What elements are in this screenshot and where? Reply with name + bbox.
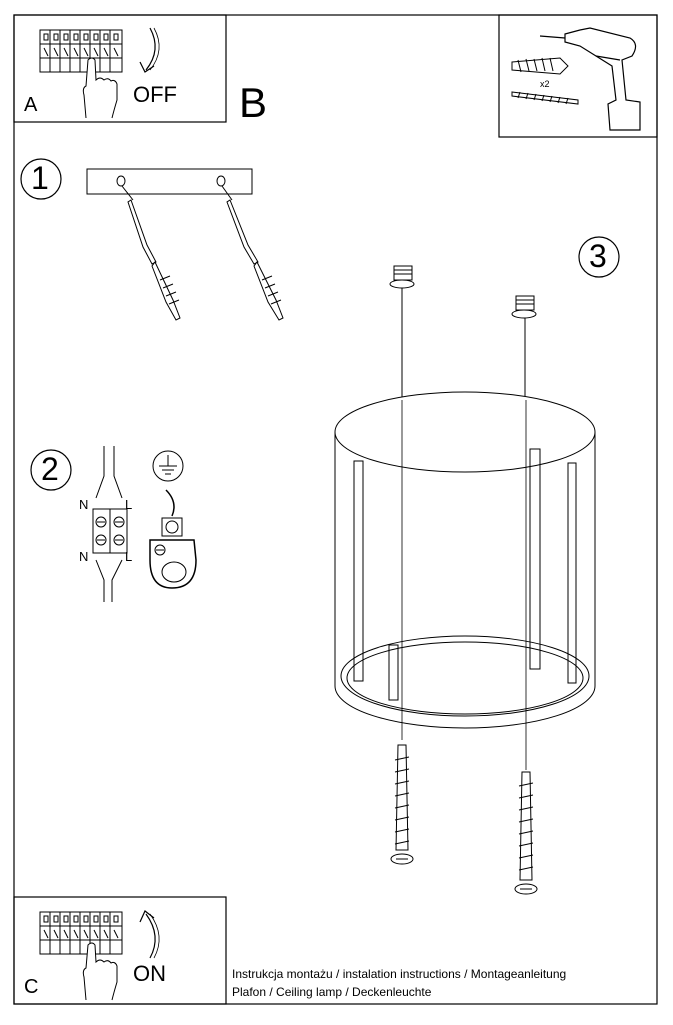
fixing-screw-left — [390, 744, 414, 865]
on-label: ON — [133, 961, 166, 986]
step-2-circle — [30, 449, 72, 491]
wire-n-top: N — [79, 497, 89, 512]
off-label: OFF — [133, 82, 177, 107]
mount-hole-left — [116, 175, 126, 187]
arrow-down-icon — [139, 27, 156, 73]
drill-icon — [539, 27, 641, 131]
breaker-panel-icon — [39, 29, 123, 73]
panel-c — [13, 896, 227, 1005]
ground-symbol-icon — [152, 450, 184, 482]
wire-l-top: L — [125, 497, 133, 512]
wire-n-bottom: N — [79, 549, 89, 564]
panel-c-letter: C — [24, 976, 39, 998]
ground-wire — [165, 489, 175, 517]
panel-a-frame — [13, 14, 227, 123]
panel-a-letter: A — [24, 94, 38, 116]
hand-icon — [82, 57, 118, 119]
fixing-screw-right — [514, 771, 538, 895]
hand-icon — [82, 942, 118, 1001]
step-2-number: 2 — [41, 451, 59, 487]
page-frame — [13, 14, 658, 1005]
lamp-cylinder — [334, 391, 596, 729]
footer-line-1: Instrukcja montażu / instalation instruc… — [232, 967, 567, 981]
wall-plug-left — [121, 185, 181, 321]
ceiling-anchor-right — [511, 295, 537, 319]
section-b-letter: B — [239, 79, 268, 126]
breaker-panel-icon — [39, 911, 123, 955]
panel-c-frame — [13, 896, 227, 1005]
footer-line-2: Plafon / Ceiling lamp / Deckenleuchte — [232, 985, 432, 999]
step-3-drawing — [334, 236, 620, 895]
step-1-number: 1 — [31, 160, 49, 196]
step-3-number: 3 — [589, 238, 607, 274]
tools-panel — [498, 14, 658, 138]
ceiling-plate — [86, 168, 253, 195]
quantity-label: x2 — [540, 79, 550, 89]
ceiling-anchor-left — [389, 265, 415, 289]
connector-block — [92, 446, 128, 602]
wall-plug-icon — [511, 57, 569, 75]
mount-hole-right — [216, 175, 226, 187]
step-1-circle — [20, 158, 62, 200]
step-1-drawing — [20, 158, 284, 321]
screw-icon — [511, 91, 579, 105]
panel-a — [13, 14, 227, 123]
wire-l-bottom: L — [125, 549, 133, 564]
step-2-drawing — [30, 446, 197, 602]
ground-terminal — [149, 517, 197, 589]
wall-plug-right — [221, 185, 284, 321]
step-3-circle — [578, 236, 620, 278]
tools-panel-frame — [498, 14, 658, 138]
